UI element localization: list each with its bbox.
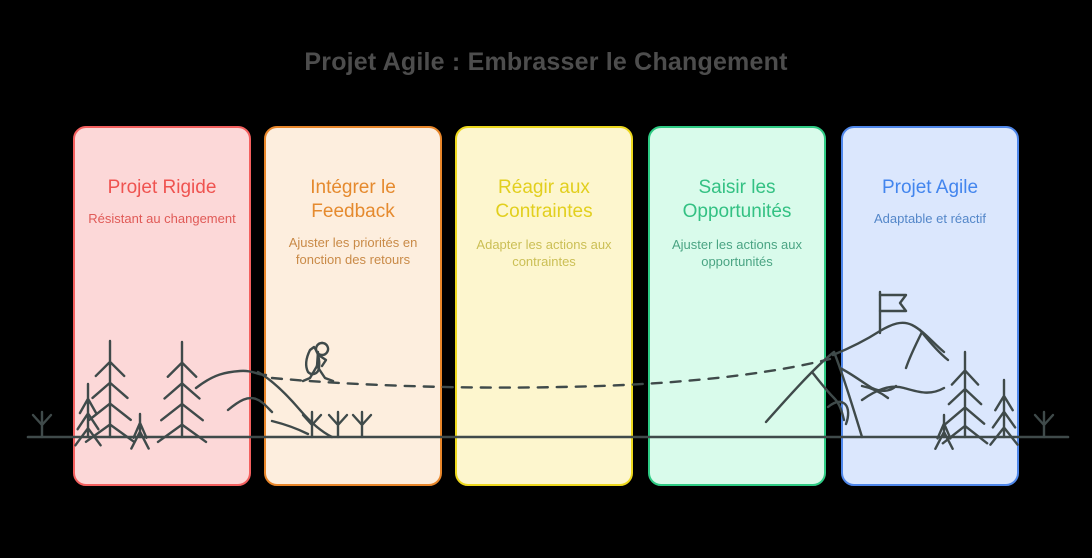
stage-card-projet-agile[interactable]: Projet Agile Adaptable et réactif	[841, 126, 1019, 486]
card-subtitle: Résistant au changement	[88, 211, 236, 226]
card-heading: Intégrer le Feedback	[310, 177, 396, 222]
stage-card-saisir-les-opportunites[interactable]: Saisir les Opportunités Ajuster les acti…	[648, 126, 826, 486]
card-subtitle: Ajuster les priorités en fonction des re…	[288, 235, 418, 267]
card-subtitle: Adapter les actions aux contraintes	[476, 237, 612, 269]
card-heading: Projet Agile	[881, 177, 979, 198]
page-title: Projet Agile : Embrasser le Changement	[304, 48, 788, 76]
stage-card-reagir-aux-contraintes[interactable]: Réagir aux Contraintes Adapter les actio…	[455, 126, 633, 486]
card-subtitle: Ajuster les actions aux opportunités	[671, 237, 803, 269]
card-heading: Projet Rigide	[107, 177, 217, 198]
card-heading: Réagir aux Contraintes	[495, 177, 593, 222]
card-heading: Saisir les Opportunités	[682, 177, 792, 222]
card-subtitle: Adaptable et réactif	[873, 211, 987, 226]
stage-card-integrer-le-feedback[interactable]: Intégrer le Feedback Ajuster les priorit…	[264, 126, 442, 486]
stage-card-projet-rigide[interactable]: Projet Rigide Résistant au changement	[73, 126, 251, 486]
